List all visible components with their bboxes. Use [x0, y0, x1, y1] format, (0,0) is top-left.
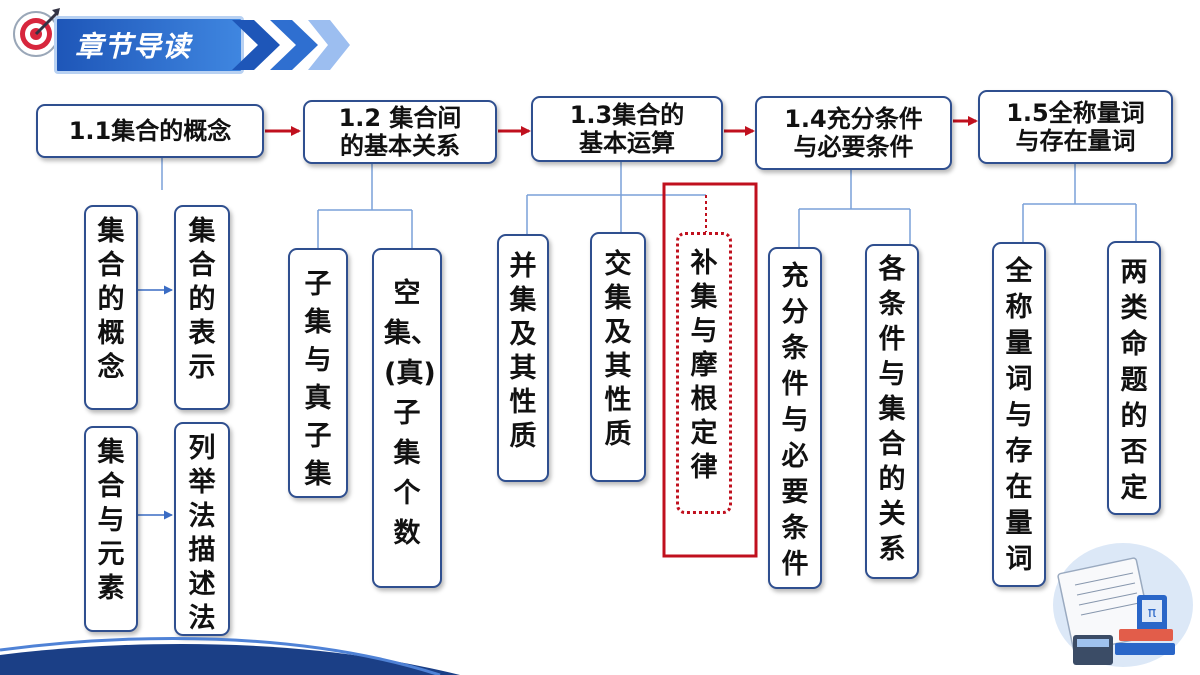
svg-text:π: π	[1148, 605, 1157, 621]
section-header: 章节导读	[54, 16, 244, 74]
chapter-1-3[interactable]: 1.3集合的 基本运算	[531, 96, 723, 162]
chapter-1-1[interactable]: 1.1集合的概念	[36, 104, 264, 158]
highlight-frame	[662, 182, 758, 558]
wave-decoration	[0, 636, 460, 675]
topic-negation[interactable]: 两类命题的否定	[1107, 241, 1161, 515]
topic-subset[interactable]: 子集与真子集	[288, 248, 348, 498]
chapter-1-4[interactable]: 1.4充分条件 与必要条件	[755, 96, 952, 170]
topic-empty-set[interactable]: 空集、(真)子集个数	[372, 248, 442, 588]
chevron-icon	[232, 20, 350, 70]
math-books-icon: π	[1053, 543, 1193, 667]
topic-quantifiers[interactable]: 全称量词与存在量词	[992, 242, 1046, 587]
topic-set-element[interactable]: 集合与元素	[84, 426, 138, 632]
topic-set-concept[interactable]: 集合的概念	[84, 205, 138, 410]
dartboard-icon	[13, 8, 60, 57]
section-header-title: 章节导读	[75, 30, 192, 63]
topic-complement[interactable]: 补集与摩根定律	[676, 232, 732, 514]
chapter-1-2[interactable]: 1.2 集合间 的基本关系	[303, 100, 497, 164]
chapter-1-5[interactable]: 1.5全称量词 与存在量词	[978, 90, 1173, 164]
topic-union[interactable]: 并集及其性质	[497, 234, 549, 482]
topic-set-representation[interactable]: 集合的表示	[174, 205, 230, 410]
topic-sufficient-necessary[interactable]: 充分条件与必要条件	[768, 247, 822, 589]
topic-condition-set-relation[interactable]: 各条件与集合的关系	[865, 244, 919, 579]
topic-listing-description[interactable]: 列举法描述法	[174, 422, 230, 636]
topic-intersection[interactable]: 交集及其性质	[590, 232, 646, 482]
